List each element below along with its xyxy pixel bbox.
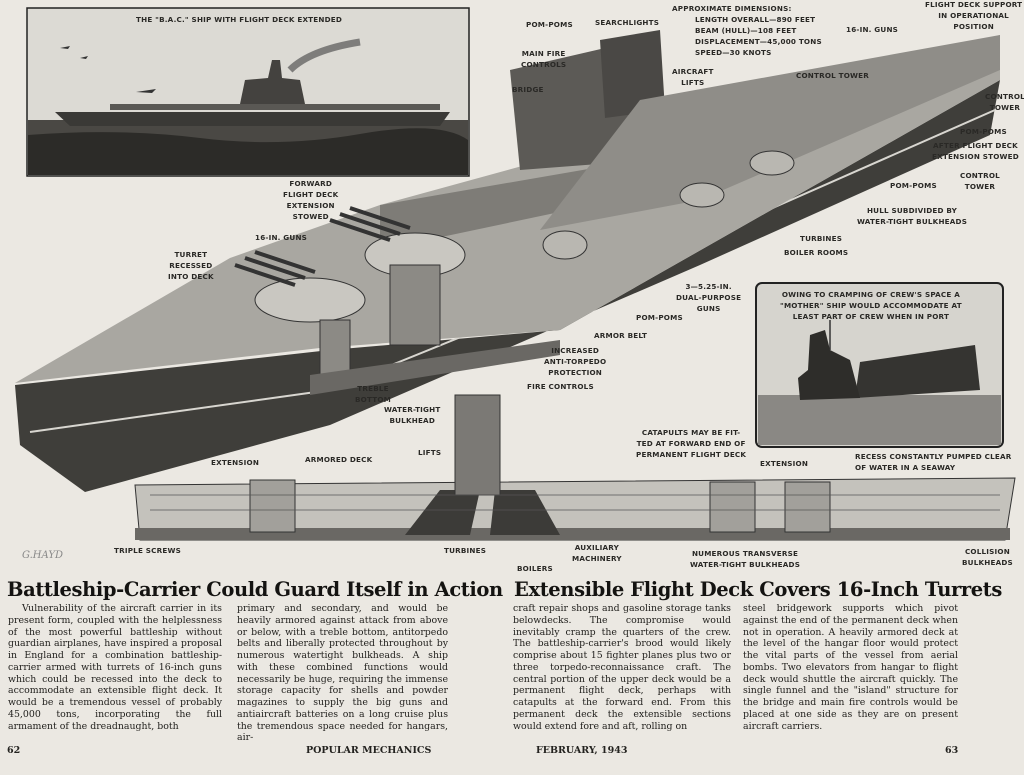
callout-label: 3—5.25-IN. DUAL-PURPOSE GUNS <box>676 282 742 313</box>
callout-label: INCREASED ANTI-TORPEDO PROTECTION <box>544 346 607 377</box>
page-number-right: 63 <box>945 745 959 756</box>
callout-label: ARMORED DECK <box>305 455 373 464</box>
callout-label: WATER-TIGHT BULKHEAD <box>384 405 441 425</box>
callout-label: MAIN FIRE CONTROLS <box>521 49 567 69</box>
callout-label: NUMEROUS TRANSVERSE WATER-TIGHT BULKHEAD… <box>690 549 801 569</box>
callout-label: POM-POMS <box>636 313 683 322</box>
callout-label: POM-POMS <box>890 181 937 190</box>
callout-label: BRIDGE <box>512 85 544 94</box>
headline-right: Extensible Flight Deck Covers 16-Inch Tu… <box>514 578 1002 601</box>
callout-label: CONTROL TOWER <box>796 71 870 80</box>
paragraph: steel bridgework supports which pivot ag… <box>743 603 958 732</box>
callout-label: SEARCHLIGHTS <box>595 18 660 27</box>
callout-label: EXTENSION <box>760 459 809 468</box>
inset-top-caption: THE "B.A.C." SHIP WITH FLIGHT DECK EXTEN… <box>136 15 343 24</box>
callout-label: TURRET RECESSED INTO DECK <box>168 250 214 281</box>
callout-label: EXTENSION <box>211 458 260 467</box>
inset-ship-flight-deck-extended <box>26 7 470 177</box>
paragraph: Vulnerability of the aircraft carrier in… <box>8 603 222 732</box>
callout-label: POM-POMS <box>526 20 573 29</box>
callout-label: 16-IN. GUNS <box>846 25 899 34</box>
callout-label: RECESS CONSTANTLY PUMPED CLEAR OF WATER … <box>855 452 1012 472</box>
callout-label: 16-IN. GUNS <box>255 233 308 242</box>
dimensions-heading: APPROXIMATE DIMENSIONS: <box>672 4 792 13</box>
callout-label: BOILERS <box>517 564 553 573</box>
article-column-2: primary and secondary, and would be heav… <box>237 603 448 744</box>
callout-label: CATAPULTS MAY BE FIT- TED AT FORWARD END… <box>636 428 747 459</box>
callout-label: FLIGHT DECK SUPPORT IN OPERATIONAL POSIT… <box>925 0 1023 31</box>
artist-signature: G.HAYD <box>22 550 63 561</box>
dimension-beam: BEAM (HULL)—108 FEET <box>695 26 797 35</box>
callout-label: AIRCRAFT LIFTS <box>672 67 714 87</box>
article-column-4: steel bridgework supports which pivot ag… <box>743 603 958 732</box>
callout-label: TURBINES <box>800 234 843 243</box>
callout-label: BOILER ROOMS <box>784 248 849 257</box>
callout-label: TURBINES <box>444 546 487 555</box>
paragraph: primary and secondary, and would be heav… <box>237 603 448 744</box>
issue-date: FEBRUARY, 1943 <box>536 745 628 756</box>
headline-left: Battleship-Carrier Could Guard Itself in… <box>7 578 503 601</box>
callout-label: POM-POMS <box>960 127 1007 136</box>
paragraph: craft repair shops and gasoline storage … <box>513 603 731 732</box>
cutaway-ship-main <box>15 30 1000 492</box>
dimension-displacement: DISPLACEMENT—45,000 TONS <box>695 37 822 46</box>
article-column-1: Vulnerability of the aircraft carrier in… <box>8 603 222 732</box>
inset-mother-ship-in-port <box>755 282 1004 448</box>
battleship-carrier-illustration: G.HAYD <box>15 7 1016 561</box>
dimension-length: LENGTH OVERALL—890 FEET <box>695 15 816 24</box>
callout-label: TRIPLE SCREWS <box>114 546 181 555</box>
magazine-name: POPULAR MECHANICS <box>306 745 432 756</box>
callout-label: CONTROL TOWER <box>985 92 1024 112</box>
callout-label: ARMOR BELT <box>594 331 648 340</box>
page-number-left: 62 <box>7 745 21 756</box>
inset-port-caption: OWING TO CRAMPING OF CREW'S SPACE A "MOT… <box>780 290 962 321</box>
callout-label: AUXILIARY MACHINERY <box>572 543 622 563</box>
ship-side-profile <box>134 394 1016 541</box>
callout-label: CONTROL TOWER <box>960 171 1000 191</box>
article-column-3: craft repair shops and gasoline storage … <box>513 603 731 732</box>
callout-label: COLLISION BULKHEADS <box>962 547 1013 567</box>
callout-label: FIRE CONTROLS <box>527 382 594 391</box>
callout-label: TREBLE BOTTOM <box>355 384 392 404</box>
callout-label: HULL SUBDIVIDED BY WATER-TIGHT BULKHEADS <box>857 206 968 226</box>
callout-label: LIFTS <box>418 448 442 457</box>
dimension-speed: SPEED—30 KNOTS <box>695 48 772 57</box>
callout-label: FORWARD FLIGHT DECK EXTENSION STOWED <box>283 179 339 221</box>
callout-label: AFTER FLIGHT DECK EXTENSION STOWED <box>932 141 1019 161</box>
